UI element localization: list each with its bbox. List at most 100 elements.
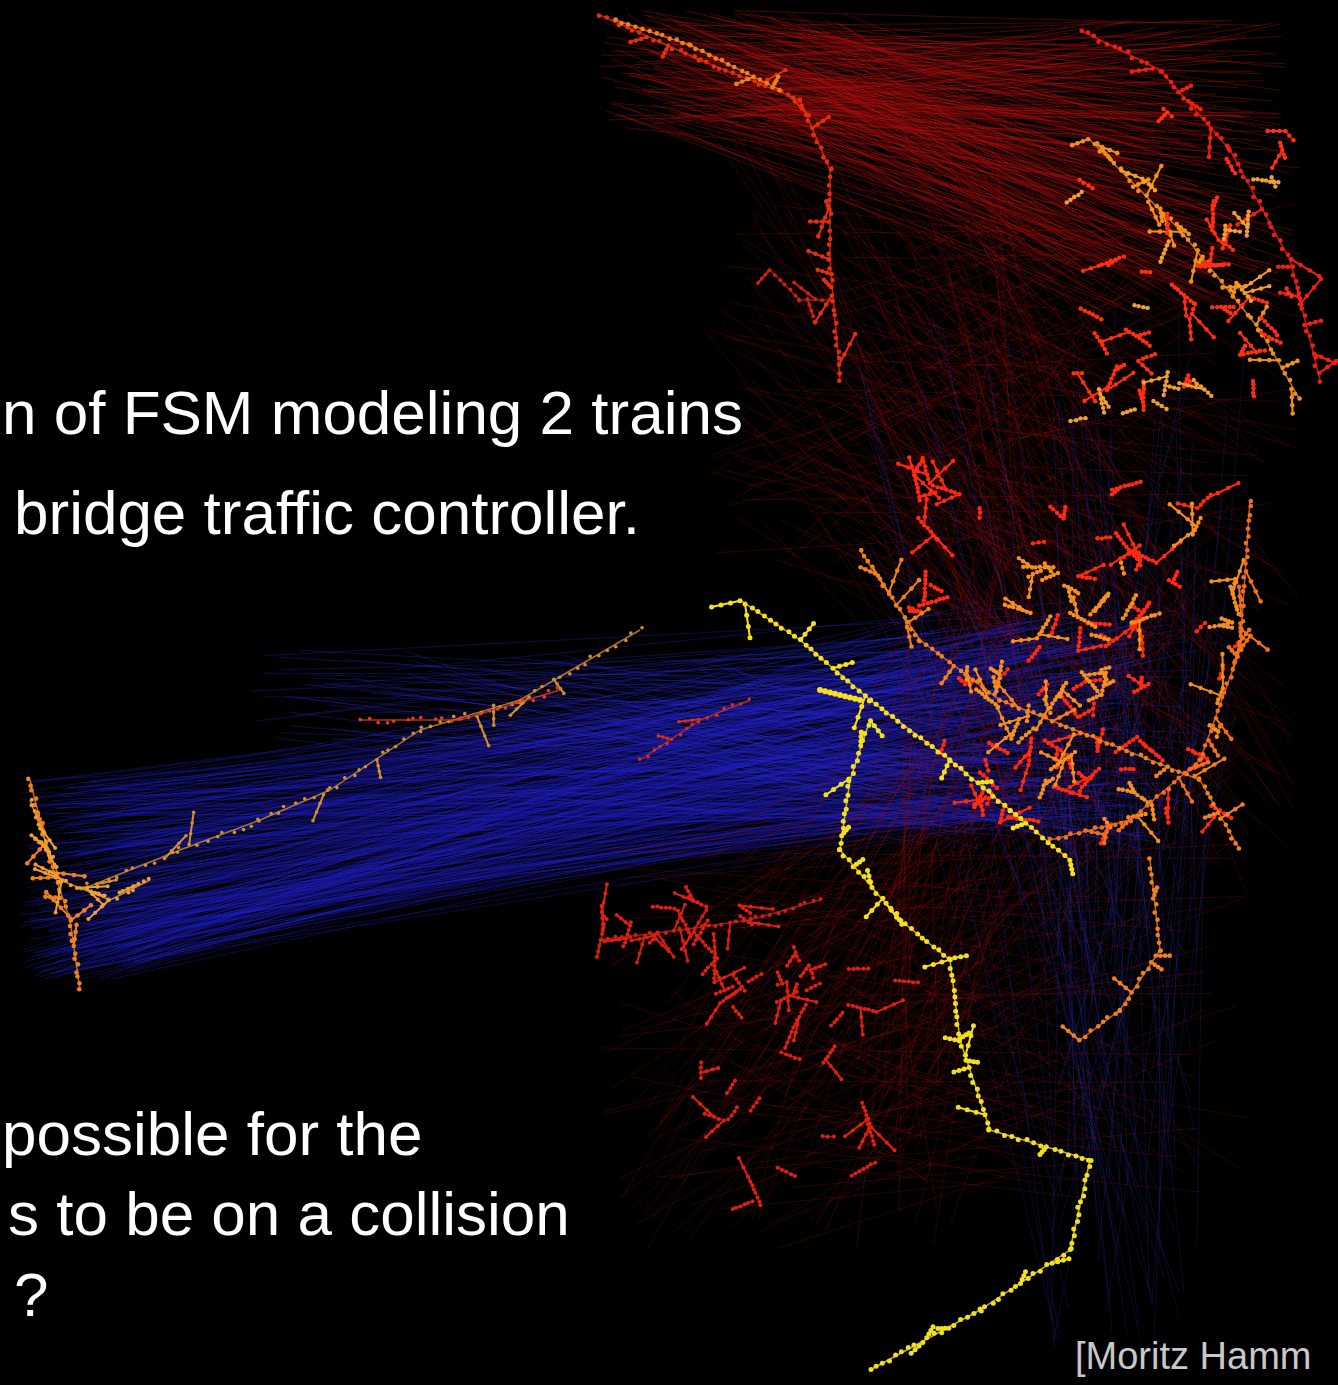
state-dot (726, 62, 731, 67)
state-dot (1109, 376, 1113, 380)
state-dot (1275, 333, 1279, 337)
state-dot (1212, 231, 1216, 235)
state-dot (1143, 67, 1148, 72)
state-dot (1283, 371, 1288, 376)
transition-line (777, 1170, 1021, 1248)
state-dot (819, 225, 824, 230)
state-dot (1295, 359, 1300, 364)
state-dot (1159, 69, 1164, 74)
state-dot (1194, 112, 1199, 117)
state-dot (693, 47, 698, 52)
state-dot (1212, 273, 1217, 278)
state-dot (826, 115, 831, 120)
state-dot (820, 219, 825, 224)
state-dot (1233, 153, 1238, 158)
state-dot (1258, 199, 1263, 204)
state-dot (1279, 144, 1283, 148)
state-dot (714, 56, 719, 61)
state-dot (1157, 222, 1162, 227)
state-dot (1236, 162, 1241, 167)
state-dot (821, 118, 826, 123)
state-dot (1184, 86, 1189, 91)
state-dot (776, 75, 781, 80)
state-dot (1193, 242, 1198, 247)
state-dot (832, 308, 837, 313)
state-dot (1142, 387, 1146, 391)
state-dot (1110, 260, 1114, 264)
state-dot (828, 174, 833, 179)
state-dot (712, 64, 717, 69)
state-dot (746, 77, 751, 82)
state-dot (1319, 277, 1324, 282)
state-dot (1290, 403, 1295, 408)
state-dot (1103, 347, 1107, 351)
state-dot (1207, 154, 1212, 159)
state-dot (1154, 174, 1159, 179)
state-dot (1251, 185, 1256, 190)
state-dot (1140, 270, 1144, 274)
state-dot (1212, 203, 1216, 207)
state-dot (1098, 339, 1102, 343)
state-dot (799, 104, 804, 109)
state-dot (1127, 179, 1132, 184)
state-dot (1200, 263, 1204, 267)
state-dot (1223, 305, 1227, 309)
state-dot (1202, 116, 1207, 121)
state-dot (1092, 33, 1097, 38)
state-dot (805, 118, 810, 123)
state-dot (667, 36, 672, 41)
state-dot (1186, 237, 1191, 242)
state-dot (1269, 326, 1273, 330)
state-dot (1271, 129, 1275, 133)
state-dot (1082, 399, 1086, 403)
state-dot (1277, 154, 1281, 158)
state-dot (1096, 39, 1101, 44)
state-dot (1313, 320, 1318, 325)
state-dot (1305, 294, 1310, 299)
state-dot (1189, 279, 1194, 284)
state-dot (815, 122, 820, 127)
state-dot (798, 98, 803, 103)
state-dot (1189, 83, 1194, 88)
state-dot (842, 352, 847, 357)
state-dot (1086, 30, 1091, 35)
state-dot (1156, 119, 1160, 123)
state-dot (723, 68, 728, 73)
state-dot (1285, 363, 1290, 368)
state-dot (670, 47, 675, 52)
state-dot (765, 81, 770, 86)
branch-line (1291, 259, 1319, 276)
state-dot (828, 237, 833, 242)
state-dot (1141, 408, 1145, 412)
state-dot (814, 140, 819, 145)
state-dot (1147, 229, 1152, 234)
state-dot (1185, 295, 1189, 299)
state-dot (1115, 364, 1119, 368)
state-dot (1259, 316, 1263, 320)
state-dot (1166, 216, 1170, 220)
state-dot (1169, 80, 1174, 85)
state-dot (1273, 329, 1277, 333)
state-dot (1118, 333, 1122, 337)
state-dot (1206, 121, 1211, 126)
state-dot (1181, 96, 1186, 101)
state-dot (1109, 336, 1113, 340)
state-dot (1273, 160, 1277, 164)
state-dot (1153, 215, 1158, 220)
state-dot (1270, 337, 1274, 341)
state-dot (1304, 329, 1309, 334)
state-dot (640, 27, 645, 32)
state-dot (740, 69, 745, 74)
state-dot (1183, 307, 1187, 311)
state-dot (1165, 231, 1169, 235)
state-dot (1264, 304, 1269, 309)
state-dot (1228, 311, 1232, 315)
state-dot (1141, 404, 1145, 408)
state-dot (1291, 273, 1296, 278)
state-dot (1092, 331, 1096, 335)
state-dot (1312, 285, 1317, 290)
state-dot (1209, 252, 1213, 256)
state-dot (1186, 232, 1191, 237)
branch-line (1291, 389, 1292, 414)
state-dot (1313, 364, 1318, 369)
